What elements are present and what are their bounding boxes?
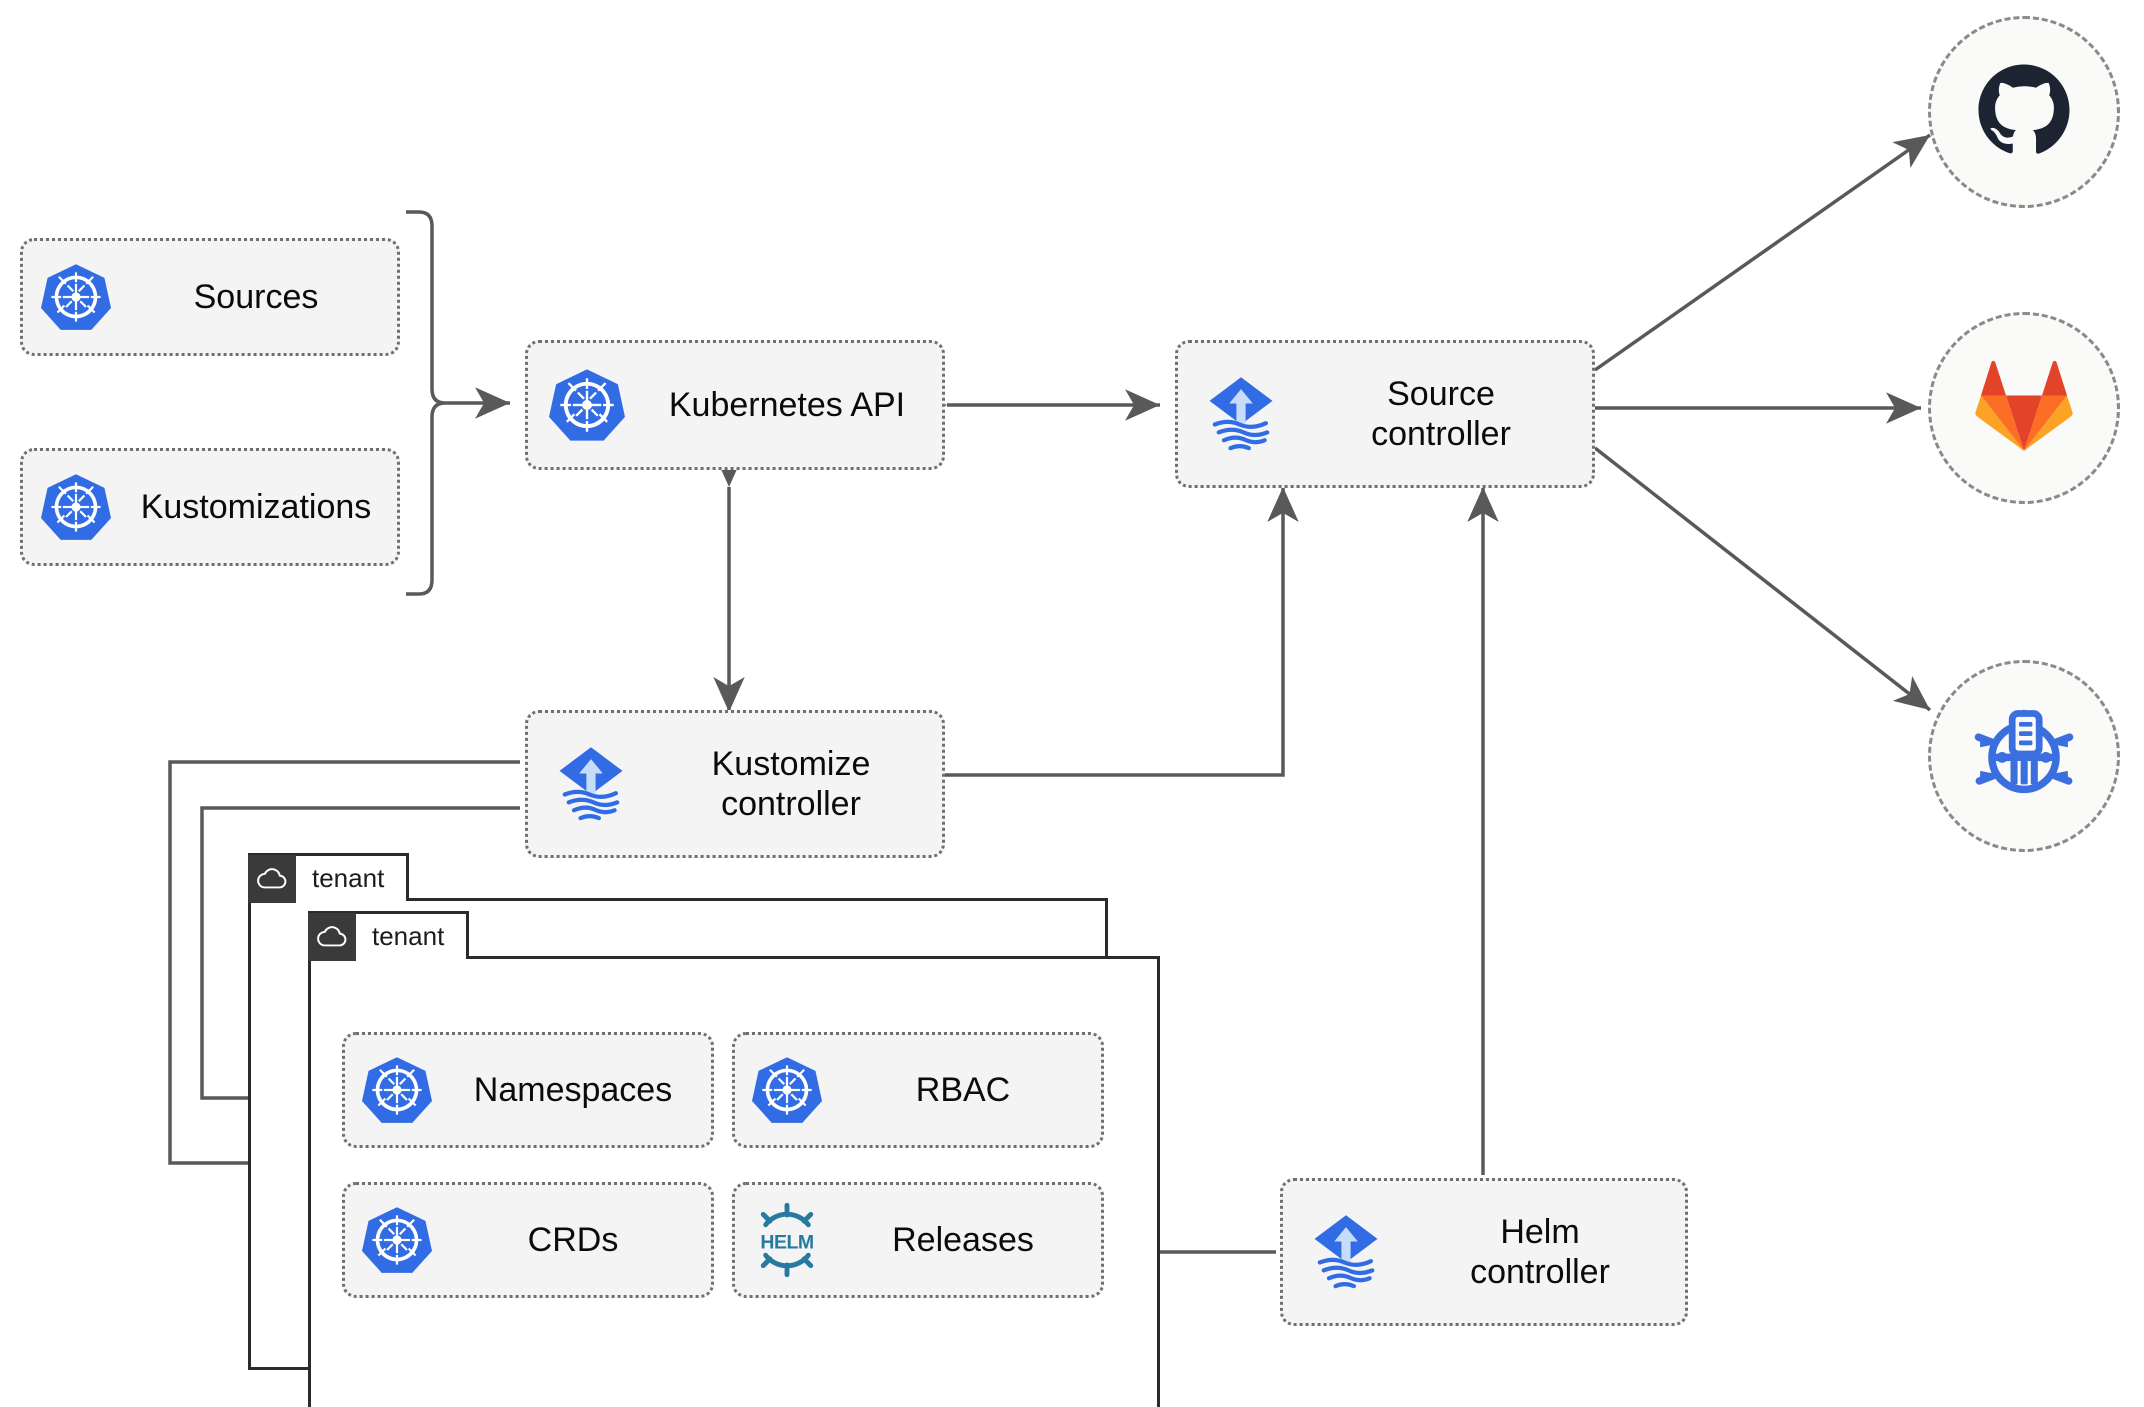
tenant-resource-label: Releases	[892, 1220, 1034, 1259]
tenant-resource-label: CRDs	[527, 1220, 619, 1259]
resource-card-label: Sources	[193, 277, 319, 316]
resource-card-label: Kustomizations	[140, 487, 372, 526]
tenant-label: tenant	[372, 921, 445, 951]
resource-card-sources[interactable]: Sources	[20, 238, 400, 356]
kubernetes-icon	[345, 1205, 449, 1275]
tenant-2-header: tenant	[308, 911, 470, 961]
cloud-icon	[248, 854, 296, 903]
flux-icon	[1283, 1210, 1409, 1294]
svg-text:HELM: HELM	[760, 1232, 813, 1254]
tenant-1-header: tenant	[248, 853, 410, 903]
node-helm-controller[interactable]: Helm controller	[1280, 1178, 1688, 1326]
helm-repository-icon	[1970, 700, 2078, 813]
flux-icon	[1178, 372, 1304, 456]
node-label: Kubernetes API	[668, 385, 906, 424]
kubernetes-icon	[735, 1055, 839, 1125]
endpoint-helm-repository[interactable]	[1928, 660, 2120, 852]
endpoint-gitlab[interactable]	[1928, 312, 2120, 504]
tenant-resource-crds[interactable]: CRDs	[342, 1182, 714, 1298]
kubernetes-icon	[23, 472, 129, 542]
node-source-controller[interactable]: Source controller	[1175, 340, 1595, 488]
tenant-resource-label: RBAC	[915, 1070, 1011, 1109]
tenant-label: tenant	[312, 863, 385, 893]
cloud-icon	[308, 912, 356, 961]
endpoint-github[interactable]	[1928, 16, 2120, 208]
tenant-resource-releases[interactable]: HELM Releases	[732, 1182, 1104, 1298]
tenant-resource-label: Namespaces	[473, 1070, 673, 1109]
flux-icon	[528, 742, 654, 826]
resource-card-kustomizations[interactable]: Kustomizations	[20, 448, 400, 566]
kubernetes-icon	[345, 1055, 449, 1125]
kubernetes-icon	[528, 367, 646, 443]
node-label: Kustomize controller	[711, 744, 871, 823]
node-label: Source controller	[1371, 374, 1511, 453]
helm-icon: HELM	[735, 1201, 839, 1279]
tenant-resource-rbac[interactable]: RBAC	[732, 1032, 1104, 1148]
gitlab-icon	[1974, 358, 2074, 459]
node-label: Helm controller	[1470, 1212, 1610, 1291]
github-icon	[1972, 58, 2076, 167]
kubernetes-icon	[23, 262, 129, 332]
node-kustomize-controller[interactable]: Kustomize controller	[525, 710, 945, 858]
tenant-resource-namespaces[interactable]: Namespaces	[342, 1032, 714, 1148]
node-kubernetes-api[interactable]: Kubernetes API	[525, 340, 945, 470]
